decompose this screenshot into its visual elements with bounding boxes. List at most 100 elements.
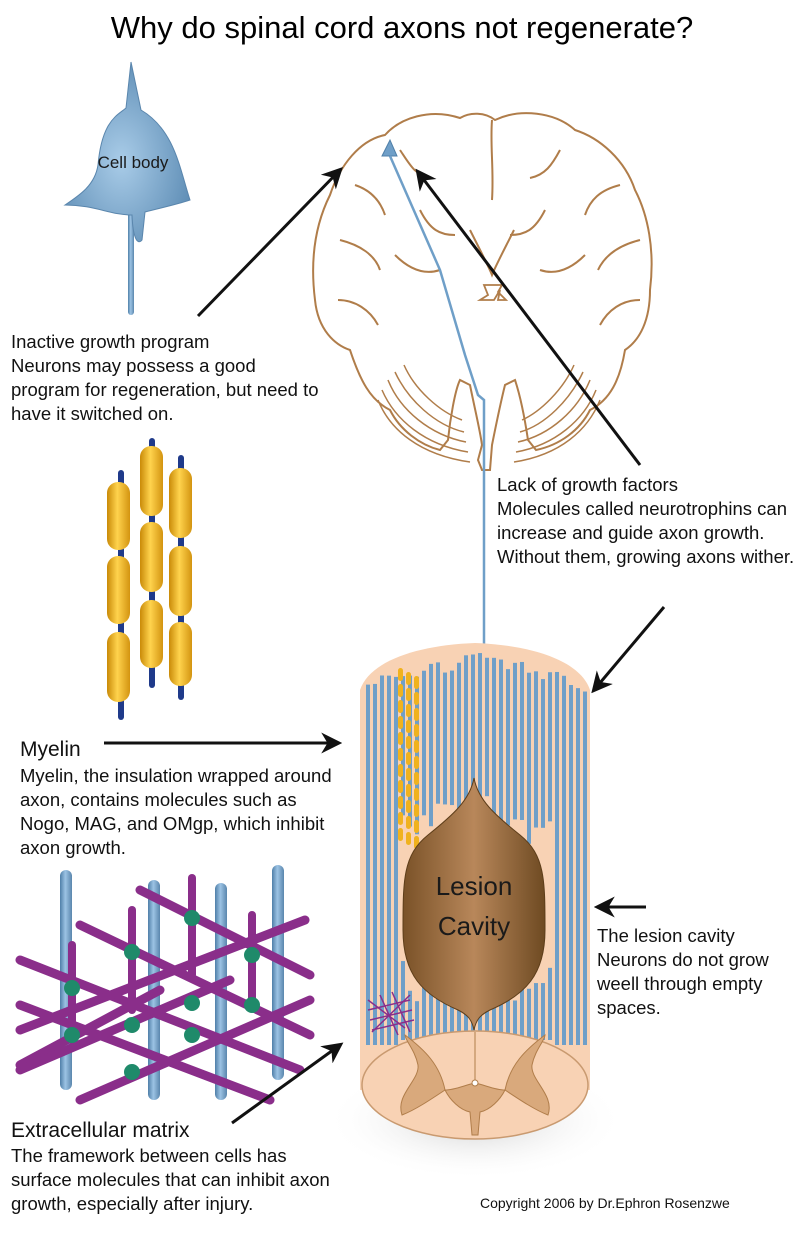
axon [506, 669, 510, 826]
axon [450, 670, 454, 806]
callout-inactive-growth-program: Inactive growth program Neurons may poss… [11, 330, 321, 426]
axon [457, 662, 461, 823]
arrow-extracellular-matrix [231, 1042, 344, 1125]
matrix-node [124, 944, 140, 960]
axon [513, 662, 517, 820]
myelin-segment [406, 704, 411, 717]
callout-heading: Lack of growth factors [497, 474, 678, 495]
axon [366, 684, 370, 1045]
axon [464, 655, 468, 833]
descending-axon [381, 138, 486, 645]
extracellular-matrix-illustration [15, 865, 315, 1105]
axon-stump [548, 967, 552, 1040]
myelin-segment [406, 832, 411, 845]
callout-heading: Inactive growth program [11, 331, 210, 352]
myelin-illustration [107, 438, 192, 720]
lesion-cavity-shape [402, 777, 546, 1031]
lesion-label-line1: Lesion [436, 871, 513, 901]
axon [534, 671, 538, 828]
callout-extracellular-matrix: Extracellular matrix The framework betwe… [11, 1118, 351, 1216]
matrix-node [124, 1017, 140, 1033]
scar-matrix [367, 991, 415, 1036]
axon [415, 676, 419, 835]
myelin-segment [414, 756, 419, 769]
myelin-segment [398, 700, 403, 713]
callout-myelin: Myelin Myelin, the insulation wrapped ar… [20, 736, 350, 860]
axon-stump [541, 983, 545, 1040]
axon-stump [401, 961, 405, 1040]
axon [478, 653, 482, 822]
matrix-strand [15, 915, 310, 1035]
arrow-growth-factors [415, 168, 642, 466]
myelin-segment [398, 684, 403, 697]
axon [401, 676, 405, 816]
matrix-node [244, 997, 260, 1013]
cortical-neuron-soma [381, 138, 398, 157]
matrix-strand [15, 985, 165, 1070]
callout-heading: The lesion cavity [597, 925, 735, 946]
myelin-segment [414, 708, 419, 721]
axon-stump [429, 980, 433, 1040]
axon-stump [408, 990, 412, 1040]
myelin-segment [414, 788, 419, 801]
axon [429, 663, 433, 827]
axon-bundle [366, 653, 587, 1045]
axon [373, 683, 377, 1045]
axon [527, 672, 531, 844]
gray-matter-left [400, 1033, 446, 1116]
myelin-segment [406, 672, 411, 685]
callout-lesion-cavity: The lesion cavity Neurons do not grow we… [594, 924, 802, 1052]
cell-body-shape [63, 61, 191, 243]
myelin-segment [406, 720, 411, 733]
cell-body-label: Cell body [98, 153, 169, 172]
matrix-strand [15, 1000, 275, 1105]
myelin-segment [406, 736, 411, 749]
copyright-notice: Copyright 2006 by Dr.Ephron Rosenzwe [480, 1195, 730, 1211]
myelin-segment [414, 724, 419, 737]
arrow-growth-factors-cord [591, 606, 666, 694]
myelin-segment [406, 800, 411, 813]
axon-stump [534, 983, 538, 1040]
callout-body: Neurons do not grow weell through empty … [597, 949, 769, 1018]
axon [520, 661, 524, 820]
axon-line [388, 155, 486, 645]
myelin-column [398, 668, 419, 849]
axon [541, 679, 545, 828]
callout-body: Neurons may possess a good program for r… [11, 355, 319, 424]
myelin-segment [414, 676, 419, 689]
axon [443, 672, 447, 805]
axon [562, 675, 566, 1045]
matrix-fiber [272, 865, 284, 1080]
myelin-segment [406, 784, 411, 797]
axon [485, 657, 489, 797]
axon-stump [450, 984, 454, 1040]
matrix-strand [135, 885, 315, 980]
axon [583, 691, 587, 1045]
callout-body: The framework between cells has surface … [11, 1145, 330, 1214]
myelin-segment [406, 688, 411, 701]
matrix-strand [15, 955, 305, 1075]
arrow-growth-program [196, 166, 343, 318]
matrix-node [244, 947, 260, 963]
matrix-strand [75, 995, 315, 1105]
page-title: Why do spinal cord axons not regenerate? [110, 10, 694, 45]
myelin-segment [398, 748, 403, 761]
callout-body: Molecules called neurotrophins can incre… [497, 498, 795, 567]
myelin-segment [406, 752, 411, 765]
axon [576, 688, 580, 1045]
myelin-segment [406, 768, 411, 781]
axon [422, 670, 426, 816]
axon [499, 659, 503, 822]
myelin-segment [414, 692, 419, 705]
axon [387, 675, 391, 1045]
myelin-segment [398, 732, 403, 745]
axon [394, 676, 398, 1045]
callout-heading: Extracellular matrix [11, 1119, 190, 1142]
myelin-segment [398, 668, 403, 681]
lesion-label-line2: Cavity [438, 911, 510, 941]
myelin-segment [414, 740, 419, 753]
matrix-node [184, 1027, 200, 1043]
myelin-segment [398, 812, 403, 825]
callout-body: Myelin, the insulation wrapped around ax… [20, 764, 350, 860]
